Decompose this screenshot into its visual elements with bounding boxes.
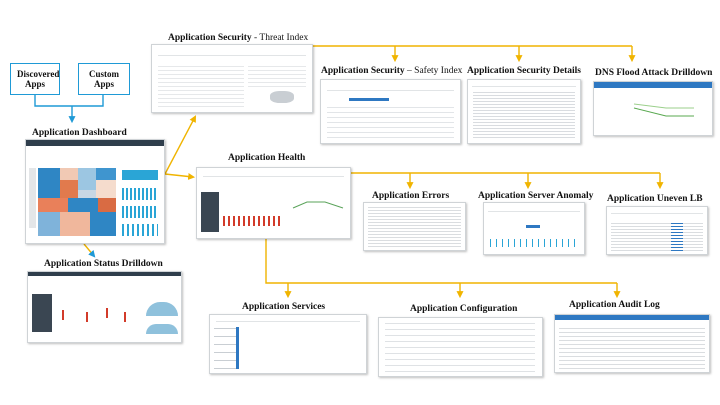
label-threat-index-rest: - Threat Index bbox=[251, 33, 309, 43]
thumb-grid bbox=[248, 65, 306, 87]
thumb-bar bbox=[122, 170, 158, 180]
label-dns-flood: DNS Flood Attack Drilldown bbox=[595, 68, 713, 78]
label-health: Application Health bbox=[228, 153, 306, 163]
thumb-rule bbox=[472, 86, 576, 87]
thumb-rule bbox=[158, 55, 306, 56]
thumb-mark bbox=[62, 310, 64, 320]
thumb-table bbox=[327, 104, 454, 138]
discovered-apps-box: Discovered Apps bbox=[10, 63, 60, 95]
thumb-tile bbox=[90, 212, 116, 236]
thumb-bars bbox=[122, 188, 158, 200]
thumb-highlight bbox=[526, 225, 540, 228]
thumb-dns-flood bbox=[593, 81, 713, 136]
thumb-header-bar bbox=[28, 272, 181, 276]
discovered-apps-label: Discovered Apps bbox=[17, 69, 60, 89]
label-audit-log: Application Audit Log bbox=[569, 300, 660, 310]
thumb-safety-index bbox=[320, 79, 461, 144]
thumb-form bbox=[385, 322, 535, 372]
thumb-header-bar bbox=[26, 140, 164, 146]
label-threat-index: Application Security - Threat Index bbox=[168, 33, 308, 44]
thumb-map bbox=[270, 91, 294, 103]
thumb-area-chart bbox=[292, 201, 344, 209]
thumb-mark bbox=[124, 312, 126, 322]
thumb-audit-log bbox=[554, 314, 710, 373]
thumb-mark bbox=[86, 312, 88, 322]
thumb-mark bbox=[106, 308, 108, 318]
thumb-configuration bbox=[378, 317, 543, 377]
thumb-uneven-lb bbox=[606, 206, 708, 255]
label-threat-index-bold: Application Security bbox=[168, 33, 252, 43]
thumb-accent bbox=[236, 327, 239, 369]
label-errors: Application Errors bbox=[372, 191, 450, 201]
thumb-list bbox=[214, 327, 236, 369]
thumb-security-details bbox=[467, 79, 581, 144]
thumb-bars bbox=[122, 206, 158, 218]
thumb-server-anomaly bbox=[483, 202, 585, 255]
connector-dashboard-to-threat bbox=[164, 115, 196, 175]
thumb-table bbox=[368, 207, 461, 247]
thumb-errors bbox=[363, 202, 466, 251]
label-uneven-lb: Application Uneven LB bbox=[607, 194, 703, 204]
label-security-details: Application Security Details bbox=[467, 66, 581, 76]
custom-apps-label: Custom Apps bbox=[88, 69, 119, 89]
thumb-status-drilldown bbox=[27, 271, 182, 343]
custom-apps-box: Custom Apps bbox=[78, 63, 130, 95]
thumb-rule bbox=[326, 90, 455, 91]
thumb-list bbox=[201, 192, 219, 232]
connector-dashboard-to-status bbox=[83, 243, 96, 258]
label-safety-index-rest: – Safety Index bbox=[404, 66, 463, 76]
thumb-tile bbox=[68, 198, 98, 212]
thumb-tile bbox=[78, 190, 96, 198]
thumb-rule bbox=[488, 211, 580, 212]
thumb-threat-index bbox=[151, 44, 313, 113]
thumb-bars bbox=[490, 239, 578, 247]
thumb-tile bbox=[38, 212, 60, 236]
thumb-tile bbox=[60, 212, 90, 236]
label-configuration: Application Configuration bbox=[410, 304, 518, 314]
thumb-links bbox=[671, 221, 683, 251]
label-safety-index: Application Security – Safety Index bbox=[321, 66, 462, 77]
thumb-tile bbox=[60, 168, 78, 180]
thumb-health bbox=[196, 167, 351, 239]
label-services: Application Services bbox=[242, 302, 326, 312]
thumb-services bbox=[209, 314, 367, 374]
thumb-bars bbox=[223, 216, 283, 226]
label-dashboard: Application Dashboard bbox=[32, 128, 127, 138]
thumb-list bbox=[32, 294, 52, 332]
thumb-highlight bbox=[349, 98, 389, 101]
thumb-tile bbox=[78, 168, 96, 190]
thumb-line-chart bbox=[633, 103, 694, 117]
thumb-rule bbox=[216, 321, 360, 322]
thumb-area bbox=[146, 324, 178, 334]
thumb-tile bbox=[38, 198, 68, 212]
connector-dashboard-to-health bbox=[164, 172, 196, 180]
label-server-anomaly: Application Server Anomaly bbox=[478, 191, 594, 201]
thumb-tile bbox=[96, 180, 116, 198]
thumb-tile bbox=[60, 180, 78, 198]
thumb-grid bbox=[158, 65, 244, 107]
thumb-table bbox=[473, 92, 575, 138]
thumb-rule bbox=[203, 176, 344, 177]
label-safety-index-bold: Application Security bbox=[321, 66, 405, 76]
label-status-drilldown: Application Status Drilldown bbox=[44, 259, 163, 269]
thumb-sidebar bbox=[29, 168, 36, 228]
thumb-bars bbox=[122, 224, 158, 236]
thumb-tile bbox=[98, 198, 116, 212]
thumb-tile bbox=[38, 168, 60, 198]
thumb-area bbox=[146, 302, 178, 316]
thumb-header-bar bbox=[594, 82, 712, 88]
thumb-tile bbox=[96, 168, 116, 180]
thumb-rule bbox=[611, 213, 703, 214]
thumb-header-bar bbox=[555, 315, 709, 320]
apps-connector bbox=[34, 93, 104, 124]
thumb-table bbox=[559, 325, 705, 369]
thumb-dashboard bbox=[25, 139, 165, 244]
thumb-table bbox=[611, 221, 703, 251]
